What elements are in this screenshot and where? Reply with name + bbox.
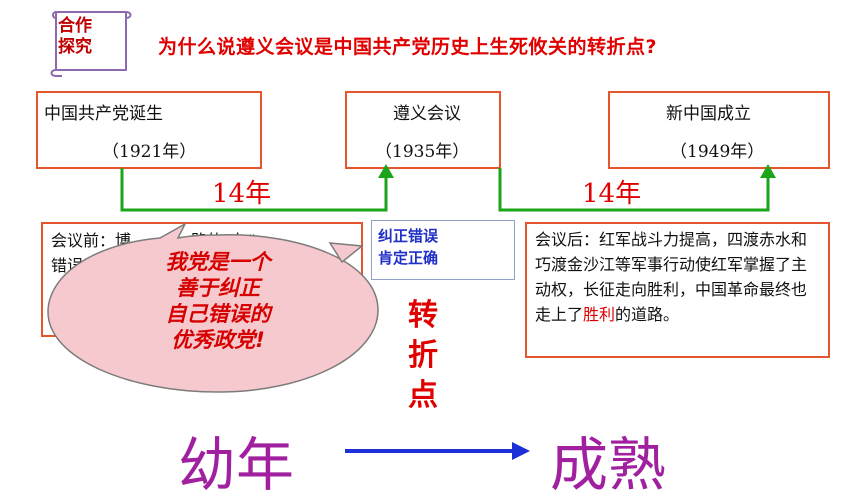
event-box-zunyi-meeting: 遵义会议 （1935年） — [345, 91, 501, 169]
correct-errors-box: 纠正错误 肯定正确 — [371, 220, 515, 280]
event-name: 中国共产党诞生 — [44, 104, 163, 124]
connector-arrow-1 — [120, 168, 388, 212]
after-note-text: 会议后：红军战斗力提高，四渡赤水和巧渡金沙江等军事行动使红军掌握了主动权，长征走… — [535, 230, 808, 324]
turning-char-1: 转 — [408, 298, 438, 333]
after-meeting-note: 会议后：红军战斗力提高，四渡赤水和巧渡金沙江等军事行动使红军掌握了主动权，长征走… — [525, 222, 830, 358]
interval-label-2: 14年 — [582, 179, 642, 209]
before-note-text: 会议前：博 — [51, 231, 132, 250]
event-box-prc-founding: 新中国成立 （1949年） — [608, 91, 830, 169]
speech-bubble — [47, 222, 379, 393]
bubble-line-2: 善于纠正 — [176, 276, 260, 300]
growth-to-label: 成熟 — [550, 431, 667, 499]
connector-arrow-2 — [498, 168, 770, 212]
turning-char-2: 折 — [408, 338, 438, 373]
tag-line-1: 合作 — [58, 16, 92, 36]
tag-line-2: 探究 — [58, 37, 92, 57]
growth-from-label: 幼年 — [178, 431, 295, 499]
event-name: 新中国成立 — [666, 104, 751, 124]
event-year: （1921年） — [102, 142, 197, 162]
connector-arrows — [120, 164, 776, 460]
arrow-right-icon — [512, 442, 530, 460]
section-tag: 合作 探究 — [58, 16, 128, 58]
turning-char-3: 点 — [408, 378, 438, 413]
bubble-text: 我党是一个 善于纠正 自己错误的 优秀政党! — [118, 249, 318, 353]
correct-line-2: 肯定正确 — [378, 249, 439, 267]
correct-line-1: 纠正错误 — [378, 227, 439, 245]
question-title: 为什么说遵义会议是中国共产党历史上生死攸关的转折点? — [158, 36, 658, 58]
arrow-head-icon — [760, 164, 776, 178]
bubble-line-1: 我党是一个 — [165, 250, 271, 274]
event-year: （1935年） — [375, 142, 470, 162]
scroll-tag-icon — [50, 11, 132, 77]
interval-label-1: 14年 — [212, 179, 272, 209]
arrow-head-icon — [378, 164, 394, 178]
event-box-party-founding: 中国共产党诞生 （1921年） — [36, 91, 262, 169]
after-note-highlight: 胜利 — [583, 305, 616, 324]
bubble-line-3: 自己错误的 — [165, 302, 271, 326]
event-name: 遵义会议 — [393, 104, 461, 124]
after-note-tail: 的道路。 — [615, 305, 680, 324]
turning-point-label: 转 折 点 — [408, 296, 438, 416]
event-year: （1949年） — [670, 142, 765, 162]
bubble-line-4: 优秀政党! — [171, 328, 265, 352]
